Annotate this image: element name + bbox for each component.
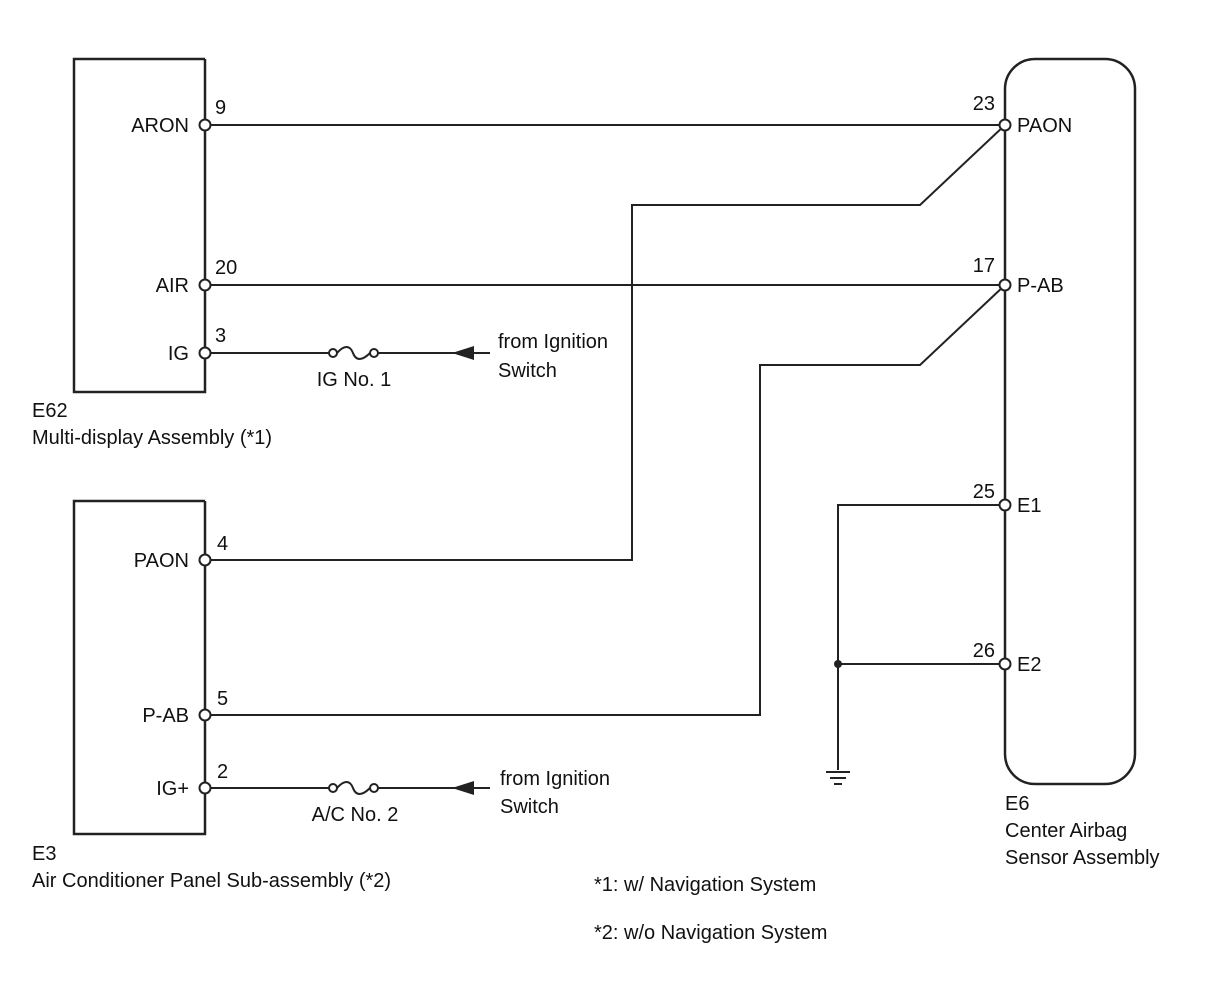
fuse-label-ig-no1: IG No. 1 (317, 369, 391, 391)
pin-number-4: 4 (217, 533, 228, 555)
terminal-e3-paon (198, 553, 212, 567)
wire-ground-e1 (837, 504, 1000, 770)
pin-number-25: 25 (973, 481, 995, 503)
pin-number-2: 2 (217, 761, 228, 783)
component-id-e62: E62 (32, 400, 68, 422)
component-id-e6: E6 (1005, 793, 1029, 815)
terminal-e6-pab (998, 278, 1012, 292)
pin-label-ig: IG (168, 343, 189, 365)
e3-box (72, 499, 207, 836)
note-1: *1: w/ Navigation System (594, 874, 816, 896)
e6-box (1003, 57, 1137, 786)
pin-label-e1: E1 (1017, 495, 1041, 517)
pin-label-air: AIR (156, 275, 189, 297)
source-label-line2: Switch (498, 360, 557, 382)
source-label-line2: Switch (500, 796, 559, 818)
pin-number-17: 17 (973, 255, 995, 277)
wire-pab-e3-to-e6 (210, 284, 1006, 716)
terminal-e62-aron (198, 118, 212, 132)
pin-number-3: 3 (215, 325, 226, 347)
pin-label-igplus: IG+ (156, 778, 189, 800)
terminal-e62-air (198, 278, 212, 292)
component-name-e6-line1: Center Airbag (1005, 820, 1127, 842)
pin-number-9: 9 (215, 97, 226, 119)
fuse-ig-no1-icon (328, 346, 379, 360)
wire-paon-e3-to-e6 (210, 124, 1006, 561)
fuse-ac-no2-icon (328, 781, 379, 795)
note-2: *2: w/o Navigation System (594, 922, 827, 944)
terminal-e6-e1 (998, 498, 1012, 512)
pin-label-e3-paon: PAON (134, 550, 189, 572)
pin-label-e3-pab: P-AB (142, 705, 189, 727)
pin-number-26: 26 (973, 640, 995, 662)
terminal-e6-paon (998, 118, 1012, 132)
component-id-e3: E3 (32, 843, 56, 865)
component-name-e62: Multi-display Assembly (*1) (32, 427, 272, 449)
ground-symbol-icon (826, 771, 850, 785)
arrow-left-icon (452, 781, 474, 795)
pin-label-e6-paon: PAON (1017, 115, 1072, 137)
pin-label-e2: E2 (1017, 654, 1041, 676)
pin-number-5: 5 (217, 688, 228, 710)
terminal-e62-ig (198, 346, 212, 360)
pin-label-e6-pab: P-AB (1017, 275, 1064, 297)
terminal-e6-e2 (998, 657, 1012, 671)
pin-number-20: 20 (215, 257, 237, 279)
arrow-left-icon (452, 346, 474, 360)
ground-junction-dot (834, 660, 842, 668)
component-name-e3: Air Conditioner Panel Sub-assembly (*2) (32, 870, 391, 892)
source-label-line1: from Ignition (500, 768, 610, 790)
terminal-e3-igplus (198, 781, 212, 795)
pin-number-23: 23 (973, 93, 995, 115)
component-name-e6-line2: Sensor Assembly (1005, 847, 1160, 869)
fuse-label-ac-no2: A/C No. 2 (312, 804, 399, 826)
pin-label-aron: ARON (131, 115, 189, 137)
source-label-line1: from Ignition (498, 331, 608, 353)
terminal-e3-pab (198, 708, 212, 722)
